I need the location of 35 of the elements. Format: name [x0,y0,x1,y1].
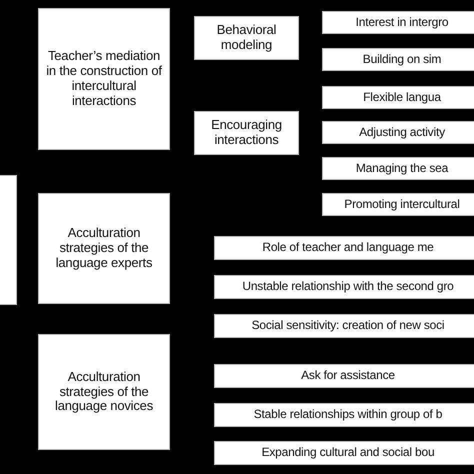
item-box [322,86,474,109]
category-box [38,8,170,150]
box-text: Flexible langua [363,90,441,104]
item-box [322,157,474,180]
box-text: Social sensitivity: creation of new soci [252,319,444,333]
box-text: Interest in intergro [356,16,448,30]
subcategory-box [194,111,299,155]
box-text: Behavioral modeling [216,23,278,53]
box-text: Managing the sea [356,162,448,176]
box-text: Promoting intercultural [344,198,460,212]
category-box [0,175,17,305]
item-box [322,121,474,144]
box-text: Building on sim [362,52,442,66]
item-box [322,48,474,71]
box-text: Stable relationships within group of b [254,408,442,422]
item-box [214,364,474,388]
box-text: Teacher’s mediation in the construction of intercultural interactions [45,49,163,109]
box-text: Expanding cultural and social bou [262,446,434,460]
item-box [214,236,474,260]
box-text: Unstable relationship with the second gro [242,280,454,294]
category-box [38,193,170,304]
box-text: Acculturation strategies of the language experts [54,226,154,271]
category-box [38,334,170,450]
box-text: Encouraging interactions [210,118,283,148]
box-text: Ask for assistance [301,369,395,383]
box-text: Role of teacher and language me [262,241,434,255]
item-box [214,275,474,299]
item-box [322,193,474,216]
item-box [214,314,474,338]
box-text: Acculturation strategies of the language novices [54,370,154,414]
subcategory-box [194,16,299,60]
item-box [214,403,474,427]
item-box [214,441,474,465]
box-text: Adjusting activity [359,126,445,140]
item-box [322,11,474,34]
